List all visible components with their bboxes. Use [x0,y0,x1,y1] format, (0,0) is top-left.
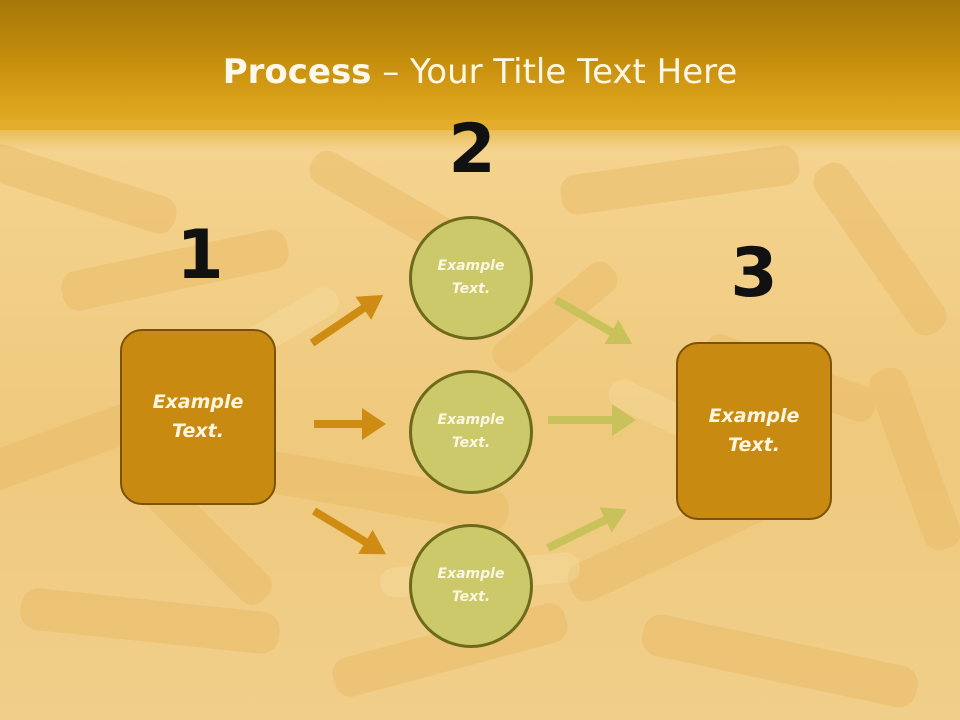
step-number-3: 3 [730,234,778,313]
slide-title: Process – Your Title Text Here [0,52,960,92]
step-1-box: Example Text. [120,329,276,505]
circle-middle-text: Example Text. [437,412,505,451]
arrow-left-middle [314,408,386,440]
arrow-left-up [309,294,384,347]
step-3-text: Example Text. [708,405,800,456]
title-bold: Process [222,52,372,92]
step-1-text: Example Text. [152,391,244,442]
step-number-2: 2 [448,110,496,189]
circle-bottom-text: Example Text. [437,566,505,605]
step-3-box: Example Text. [676,342,832,520]
title-rest: – Your Title Text Here [371,52,738,92]
title-bar-fade [0,120,960,150]
circle-top: Example Text. [409,216,533,340]
circle-bottom: Example Text. [409,524,533,648]
arrow-right-down [554,296,633,345]
arrow-right-middle [548,404,636,436]
arrow-right-up [546,507,628,552]
circle-top-text: Example Text. [437,258,505,297]
step-number-1: 1 [176,216,224,295]
circle-middle: Example Text. [409,370,533,494]
arrow-left-down [311,507,387,555]
title-bar [0,0,960,130]
